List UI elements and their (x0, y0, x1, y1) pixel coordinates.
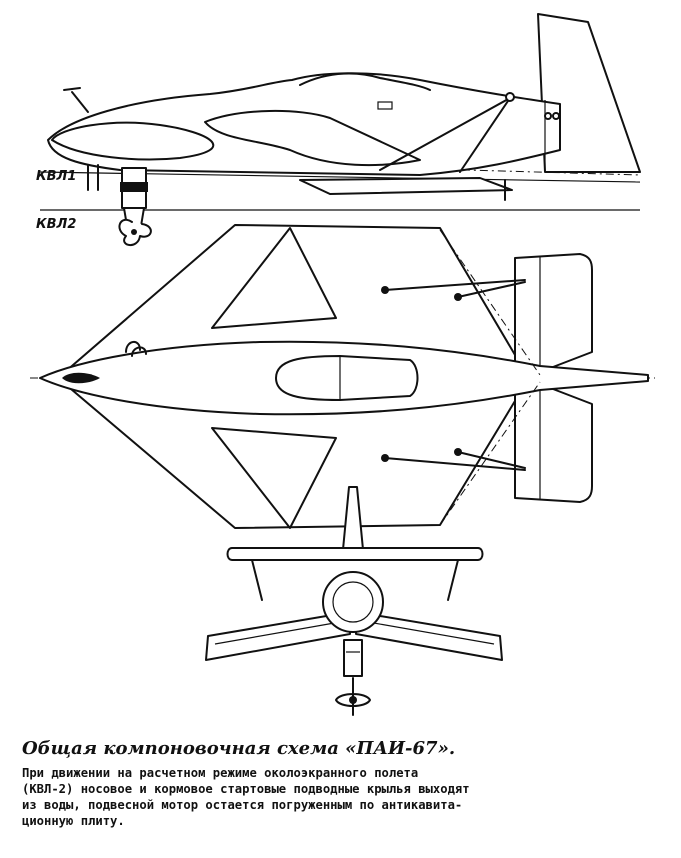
caption-body: При движении на расчетном режиме околоэк… (22, 765, 662, 829)
aircraft-drawing: КВЛ1 КВЛ2 (30, 13, 655, 716)
rear-hydrofoil-front (226, 547, 484, 561)
tail-plane-upper (514, 253, 593, 373)
rigging-2 (439, 381, 541, 526)
fuselage-front (322, 571, 384, 633)
wing-panel-upper (211, 227, 337, 329)
strut-pivot (505, 92, 515, 102)
top-view (30, 224, 655, 529)
tail-control-1 (544, 112, 552, 120)
foil-leg-right (447, 559, 459, 601)
strut-top-upper-2 (457, 281, 526, 298)
strut-end-4 (454, 448, 462, 456)
wing-line-right (367, 621, 495, 645)
fuselage-inner (332, 581, 374, 623)
label-kvl1: КВЛ1 (36, 169, 76, 184)
strut-top-lower-2 (457, 451, 526, 469)
strut-end-1 (381, 286, 389, 294)
strut-1 (379, 97, 511, 171)
wing-line-left (214, 621, 341, 645)
strut-end-3 (381, 454, 389, 462)
strut-top-lower-1 (384, 457, 526, 471)
front-wing-side (51, 121, 215, 161)
caption-line: ционную плиту. (22, 814, 125, 828)
outboard-motor-side (118, 167, 152, 246)
nose-tip-top (62, 372, 100, 384)
rear-hydrofoil-side (299, 177, 513, 195)
caption-line: При движении на расчетном режиме околоэк… (22, 766, 419, 780)
canopy-side (299, 72, 431, 91)
nose-pitot-tip (63, 87, 81, 91)
strut-2 (459, 97, 511, 173)
caption-title: Общая компоновочная схема «ПАИ-67». (22, 738, 456, 759)
strut-end-2 (454, 293, 462, 301)
caption-line: (КВЛ-2) носовое и кормовое стартовые под… (22, 782, 470, 796)
front-view (205, 486, 503, 716)
strut-top-upper-1 (384, 279, 526, 291)
window-side (377, 101, 393, 110)
intake-top (125, 341, 147, 357)
prop-hub (349, 696, 357, 704)
canopy-top (275, 355, 419, 401)
tail-plane-lower (514, 383, 593, 503)
main-wing-side (204, 109, 421, 167)
nose-pitot (71, 91, 89, 113)
wing-panel-lower (211, 427, 337, 529)
caption-line: из воды, подвесной мотор остается погруж… (22, 798, 463, 812)
side-view (39, 13, 641, 246)
foil-leg-left (251, 559, 263, 601)
rigging-1 (439, 229, 541, 376)
motor-leg-front (343, 639, 363, 677)
label-kvl2: КВЛ2 (36, 217, 76, 232)
tail-control-2 (552, 112, 560, 120)
